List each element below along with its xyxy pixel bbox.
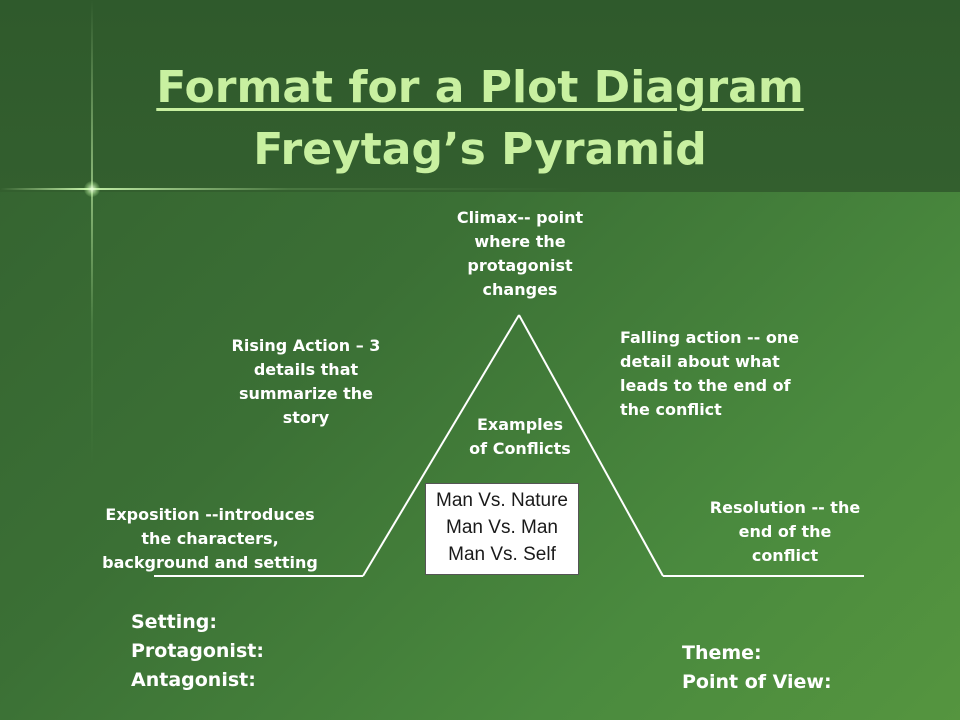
story-analysis-list: Theme: Point of View:	[682, 639, 832, 697]
rising-action-label: Rising Action – 3 details that summarize…	[231, 336, 381, 427]
antagonist-field-label: Antagonist:	[131, 669, 256, 691]
protagonist-field-label: Protagonist:	[131, 640, 264, 662]
theme-field-label: Theme:	[682, 642, 762, 664]
conflict-item: Man Vs. Self	[448, 544, 556, 565]
point-of-view-field-label: Point of View:	[682, 671, 832, 693]
conflict-examples-box: Man Vs. Nature Man Vs. Man Man Vs. Self	[425, 483, 579, 575]
slide-subtitle: Freytag’s Pyramid	[253, 124, 707, 175]
falling-action-label: Falling action -- one detail about what …	[620, 328, 800, 419]
decorative-sparkle-icon	[84, 181, 100, 197]
slide-title: Format for a Plot Diagram	[156, 62, 804, 113]
rising-action-line	[362, 314, 520, 577]
exposition-label: Exposition --introduces the characters, …	[102, 505, 318, 572]
decorative-light-streak-vertical	[91, 0, 93, 720]
title-band	[0, 0, 960, 192]
story-elements-list: Setting: Protagonist: Antagonist:	[131, 608, 264, 695]
falling-action-line	[518, 314, 664, 577]
decorative-light-streak-horizontal	[0, 188, 960, 190]
climax-label: Climax-- point where the protagonist cha…	[456, 208, 584, 299]
setting-field-label: Setting:	[131, 611, 217, 633]
conflict-examples-heading: Examples of Conflicts	[469, 415, 571, 458]
conflict-item: Man Vs. Nature	[436, 490, 568, 511]
resolution-label: Resolution -- the end of the conflict	[709, 498, 861, 565]
conflict-item: Man Vs. Man	[446, 517, 558, 538]
